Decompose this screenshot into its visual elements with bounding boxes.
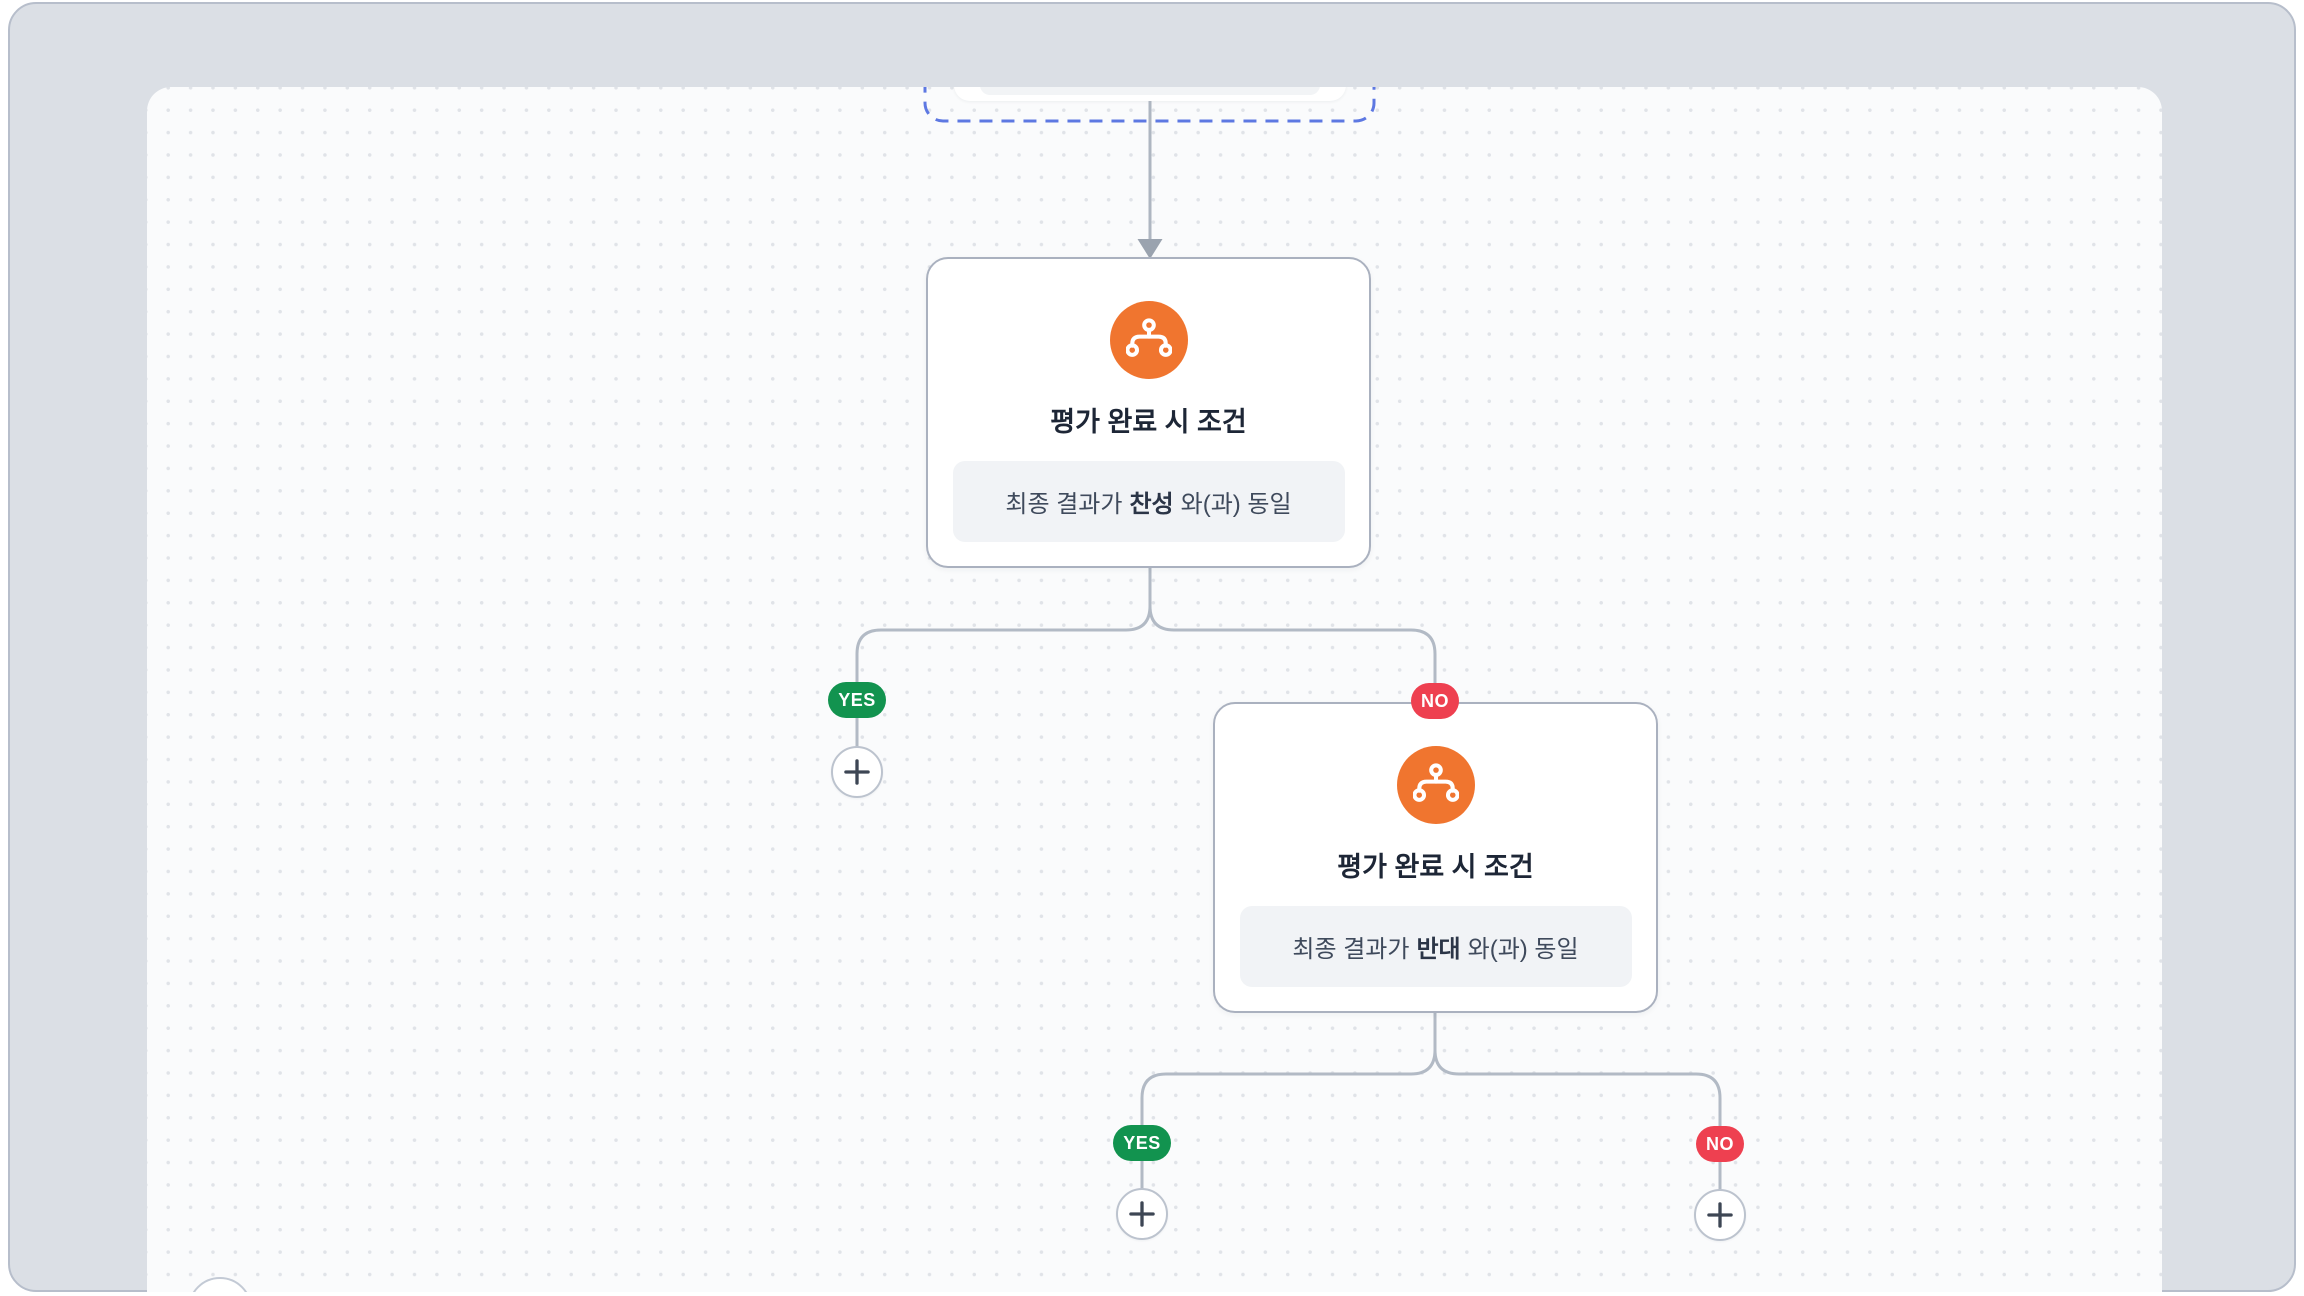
plus-icon: [1129, 1201, 1155, 1227]
add-node-button-no-2[interactable]: [1694, 1189, 1746, 1241]
edge-node2-yes: [1140, 1013, 1437, 1189]
condition-prefix: 최종 결과가: [1005, 491, 1123, 518]
condition-prefix: 최종 결과가: [1292, 936, 1410, 963]
node-title: 평가 완료 시 조건: [1337, 852, 1534, 882]
add-node-button-yes-2[interactable]: [1116, 1188, 1168, 1240]
edge-arrowhead: [1137, 239, 1163, 259]
selected-node-partial[interactable]: [954, 87, 1346, 101]
add-node-button-yes-1[interactable]: [831, 746, 883, 798]
node-condition-summary: 최종 결과가 찬성 와(과) 동일: [952, 461, 1345, 542]
condition-node-1[interactable]: 평가 완료 시 조건 최종 결과가 찬성 와(과) 동일: [926, 257, 1371, 568]
selection-outline: [923, 87, 1376, 123]
selected-node-inner-box: [980, 87, 1320, 95]
edge-label-yes-2: YES: [1113, 1125, 1171, 1161]
node-title: 평가 완료 시 조건: [1050, 407, 1247, 437]
sitemap-icon: [1396, 746, 1475, 824]
condition-value: 반대: [1416, 936, 1461, 963]
edge-node1-yes: [855, 568, 1152, 747]
plus-icon: [844, 759, 870, 785]
sitemap-icon: [1109, 301, 1188, 379]
edge-label-no-2: NO: [1696, 1126, 1744, 1162]
node-condition-summary: 최종 결과가 반대 와(과) 동일: [1239, 906, 1632, 987]
condition-value: 찬성: [1129, 491, 1174, 518]
edge-label-yes-1: YES: [828, 682, 886, 718]
flow-canvas[interactable]: 평가 완료 시 조건 최종 결과가 찬성 와(과) 동일 평가 완료 시 조건: [147, 87, 2162, 1292]
edge-node2-no: [1433, 1013, 1722, 1190]
edge-label-no-1: NO: [1411, 683, 1459, 719]
workflow-panel: 평가 완료 시 조건 최종 결과가 찬성 와(과) 동일 평가 완료 시 조건: [8, 2, 2296, 1292]
condition-suffix: 와(과) 동일: [1180, 491, 1292, 518]
edge-node1-no: [1148, 568, 1437, 705]
plus-icon: [1707, 1202, 1733, 1228]
condition-suffix: 와(과) 동일: [1467, 936, 1579, 963]
condition-node-2[interactable]: 평가 완료 시 조건 최종 결과가 반대 와(과) 동일: [1213, 702, 1658, 1013]
flow-edges: [855, 87, 1722, 1190]
